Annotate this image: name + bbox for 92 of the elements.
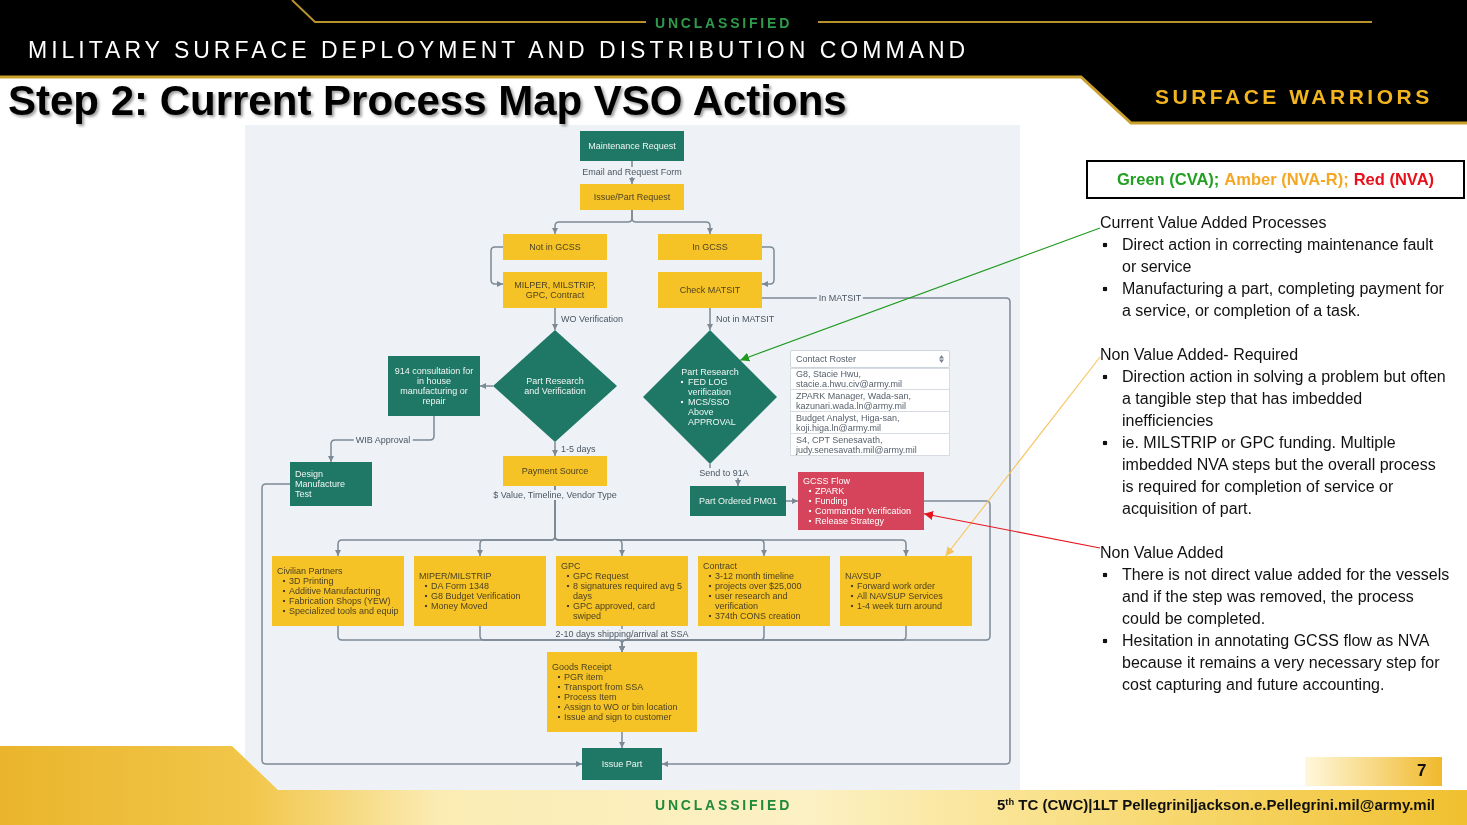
section-heading: Current Value Added Processes — [1100, 213, 1328, 233]
box-label: Issue/Part Request — [593, 192, 671, 202]
bullet-item: 1-4 week turn around — [848, 601, 943, 611]
flow-arrow — [552, 441, 558, 457]
process-box — [798, 472, 924, 530]
flow-arrow — [261, 483, 583, 767]
process-box — [580, 131, 684, 161]
box-label: Maintenance Request — [588, 141, 676, 151]
edge-label: Email and Request Form — [580, 167, 684, 177]
flow-arrow — [661, 297, 1011, 767]
process-box — [503, 456, 607, 486]
leader-arrow — [739, 227, 1101, 362]
page-number: 7 — [1417, 761, 1427, 781]
process-box — [414, 556, 546, 626]
edge-label: 2-10 days shipping/arrival at SSA — [553, 629, 691, 639]
flow-arrow — [619, 500, 991, 653]
flow-arrow — [552, 307, 558, 331]
section-heading: Non Value Added — [1100, 543, 1225, 563]
roster-entry: S4, CPT Senesavath, judy.senesavath.mil@army.mil — [796, 434, 918, 455]
classification-text: UNCLASSIFIED — [655, 15, 793, 31]
box-label: Not in GCSS — [529, 242, 581, 252]
process-box — [388, 356, 480, 416]
edge-label: WO Verification — [559, 314, 626, 324]
legend-entry: Amber (NVA-R); — [1224, 170, 1349, 189]
legend-entry: Red (NVA) — [1353, 170, 1435, 189]
process-box — [503, 234, 607, 260]
box-label: MILPER, MILSTRIP, GPC, Contract — [513, 280, 597, 300]
process-box — [290, 462, 372, 506]
box-label: Part Ordered PM01 — [698, 496, 777, 506]
flow-arrow — [619, 731, 625, 749]
process-box — [547, 652, 697, 732]
process-box — [582, 748, 662, 780]
box-label: GPC — [561, 561, 582, 571]
motto: SURFACE WARRIORS — [1155, 85, 1433, 109]
box-label: GCSS Flow — [803, 476, 851, 486]
flow-arrow — [631, 209, 713, 235]
flow-arrow — [479, 383, 494, 389]
roster-row — [790, 368, 950, 390]
section-heading: Non Value Added- Required — [1100, 345, 1300, 365]
box-label: Check MATSIT — [679, 285, 741, 295]
box-label: Part Research — [680, 367, 740, 377]
bullet-item: Assign to WO or bin location — [555, 702, 678, 712]
flow-arrow — [761, 246, 775, 287]
node-caption: $ Value, Timeline, Vendor Type — [491, 490, 619, 500]
roster-entry: Budget Analyst, Higa-san, koji.higa.ln@army.mil — [796, 412, 901, 433]
bullet-item: G8 Budget Verification — [422, 591, 521, 601]
process-box — [690, 486, 786, 516]
bullet-item: 8 signatures required avg 5 days — [564, 581, 683, 601]
process-box — [272, 556, 404, 626]
box-label: NAVSUP — [845, 571, 883, 581]
edge-label: WIB Approval — [353, 435, 413, 445]
legend-entry: Green (CVA); — [1116, 170, 1220, 189]
box-label: Contract — [703, 561, 738, 571]
bullet-item: All NAVSUP Services — [848, 591, 943, 601]
box-label: Payment Source — [521, 466, 589, 476]
flow-arrow — [707, 307, 713, 331]
process-box — [698, 556, 830, 626]
edge-label: Not in MATSIT — [714, 314, 777, 324]
bullet-item: Specialized tools and equip — [280, 606, 399, 616]
leader-arrow — [923, 511, 1101, 549]
box-label: Issue Part — [601, 759, 643, 769]
edge-label: 1-5 days — [559, 444, 598, 454]
process-box — [580, 184, 684, 210]
roster-entry: ZPARK Manager, Wada-san, kazunari.wada.ln@army.mil — [796, 390, 913, 411]
organization-name: MILITARY SURFACE DEPLOYMENT AND DISTRIBUTION COMMAND — [28, 37, 970, 64]
box-label: Civilian Partners — [277, 566, 344, 576]
edge-label: In MATSIT — [816, 293, 864, 303]
roster-row — [790, 412, 950, 434]
process-box — [840, 556, 972, 626]
box-label: Design Manufacture Test — [295, 469, 347, 499]
leader-arrow — [945, 356, 1101, 557]
decision-diamond — [643, 330, 777, 464]
classification-text: UNCLASSIFIED — [655, 797, 793, 813]
box-label: MIPER/MILSTRIP — [419, 571, 493, 581]
bullet-item: Commander Verification — [806, 506, 912, 516]
dropdown-label: Contact Roster — [796, 354, 857, 364]
box-label: Part Research and Verification — [523, 376, 587, 396]
process-box — [658, 272, 762, 308]
roster-entry: G8, Stacie Hwu, stacie.a.hwu.civ@army.mil — [796, 369, 903, 389]
roster-row — [790, 390, 950, 412]
process-box — [556, 556, 688, 626]
decision-diamond — [493, 330, 617, 442]
box-label: In GCSS — [692, 242, 728, 252]
process-box — [658, 234, 762, 260]
process-box — [503, 272, 607, 308]
dropdown-box — [790, 350, 950, 368]
flow-arrow — [785, 498, 799, 504]
footer-credit: 5$^{th}$ TC (CWC)|1LT Pellegrini|jackson.e.Pellegrini.mil@army.mil — [996, 796, 1435, 813]
box-label: 914 consultation for in house manufacturing or repair — [393, 366, 475, 406]
box-label: Goods Receipt — [552, 662, 613, 672]
roster-row — [790, 434, 950, 456]
flow-arrow — [490, 246, 504, 287]
